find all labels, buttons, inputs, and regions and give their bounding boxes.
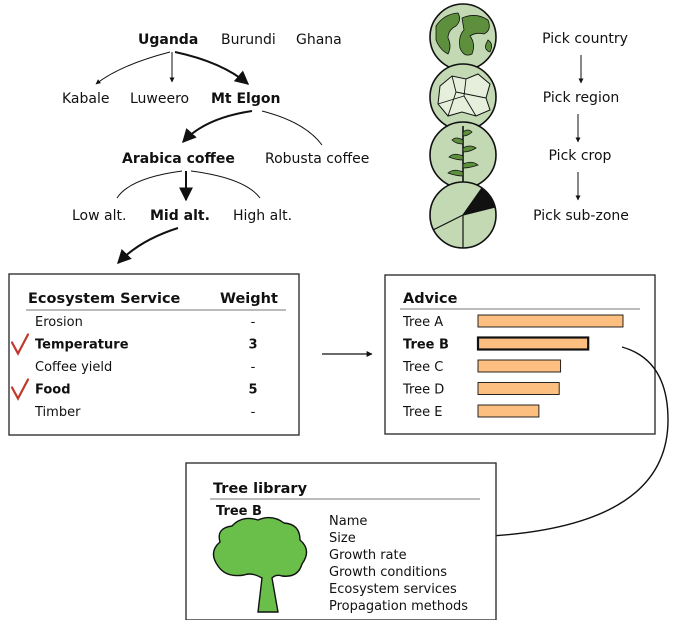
- ecosystem-service-name: Timber: [34, 405, 81, 420]
- advice-row[interactable]: Tree A: [402, 314, 624, 330]
- advice-tree-name[interactable]: Tree C: [402, 360, 443, 375]
- advice-tree-name[interactable]: Tree B: [403, 338, 449, 353]
- advice-score-bar[interactable]: [477, 382, 560, 395]
- advice-row[interactable]: Tree C: [402, 359, 562, 375]
- ecosystem-row[interactable]: Timber -: [34, 405, 256, 420]
- advice-panel: Advice Tree A Tree B Tree C Tree D Tree E: [384, 274, 656, 435]
- workflow-steps: Pick country Pick region Pick crop Pick …: [429, 3, 629, 249]
- advice-score-bar[interactable]: [476, 336, 590, 351]
- region-luweero[interactable]: Luweero: [130, 91, 189, 107]
- globe-icon: [429, 3, 497, 71]
- ecosystem-weight-value: 3: [248, 338, 257, 353]
- ecosystem-weight-value: -: [251, 360, 256, 375]
- arrow-to-ecosystem-panel: [117, 227, 179, 265]
- tree-library-title: Tree library: [213, 481, 308, 497]
- step-pick-crop: Pick crop: [549, 148, 612, 164]
- library-field: Propagation methods: [329, 599, 468, 614]
- step-pick-region: Pick region: [543, 90, 620, 106]
- ecosystem-weight-value: -: [251, 405, 256, 420]
- library-tree-name: Tree B: [216, 504, 262, 519]
- library-field: Ecosystem services: [329, 582, 457, 597]
- advice-row[interactable]: Tree E: [402, 404, 540, 420]
- advice-score-bar[interactable]: [477, 314, 624, 328]
- library-field: Name: [329, 514, 367, 529]
- step-pick-subzone: Pick sub-zone: [533, 208, 629, 224]
- advice-tree-name[interactable]: Tree E: [402, 405, 442, 420]
- arrow-mtelgon-arabica: [182, 110, 253, 144]
- advice-tree-name[interactable]: Tree D: [402, 383, 444, 398]
- arrow-to-tree-library: [471, 346, 669, 542]
- ecosystem-service-name: Food: [35, 383, 71, 398]
- library-field: Growth rate: [329, 548, 407, 563]
- subzone-mid[interactable]: Mid alt.: [150, 208, 210, 224]
- ecosystem-service-name: Coffee yield: [35, 360, 112, 375]
- ecosystem-row[interactable]: Food 5: [10, 378, 258, 401]
- region-kabale[interactable]: Kabale: [62, 91, 109, 107]
- step-pick-country: Pick country: [542, 31, 628, 47]
- selection-hierarchy: Uganda Burundi Ghana Kabale Luweero Mt E…: [62, 32, 369, 265]
- region-mt-elgon[interactable]: Mt Elgon: [211, 91, 280, 107]
- check-icon[interactable]: [10, 378, 30, 401]
- advice-title: Advice: [403, 291, 458, 307]
- ecosystem-row[interactable]: Erosion -: [35, 315, 256, 330]
- crop-arabica-coffee[interactable]: Arabica coffee: [122, 151, 235, 167]
- library-field: Growth conditions: [329, 565, 447, 580]
- country-burundi[interactable]: Burundi: [221, 32, 276, 48]
- arrow-mtelgon-robusta: [261, 110, 323, 146]
- advice-row[interactable]: Tree B: [403, 336, 590, 353]
- ecosystem-weight-value: 5: [248, 383, 257, 398]
- ecosystem-weight-value: -: [251, 315, 256, 330]
- weight-header: Weight: [220, 291, 278, 307]
- subzone-low[interactable]: Low alt.: [72, 208, 126, 224]
- advice-row[interactable]: Tree D: [402, 382, 560, 398]
- advice-rows: Tree A Tree B Tree C Tree D Tree E: [402, 314, 624, 420]
- subzone-high[interactable]: High alt.: [233, 208, 292, 224]
- ecosystem-row[interactable]: Coffee yield -: [35, 360, 256, 375]
- advice-score-bar[interactable]: [477, 359, 562, 373]
- ecosystem-service-name: Erosion: [35, 315, 83, 330]
- ecosystem-row[interactable]: Temperature 3: [10, 333, 258, 356]
- advice-tree-name[interactable]: Tree A: [402, 315, 443, 330]
- arrow-arabica-low: [116, 170, 183, 199]
- crop-plant-icon: [429, 121, 497, 189]
- arrow-arabica-high: [190, 170, 261, 199]
- ecosystem-service-name: Temperature: [35, 338, 129, 353]
- ecosystem-panel-frame: [8, 273, 300, 436]
- country-uganda[interactable]: Uganda: [138, 32, 198, 48]
- pie-subzone-icon: [429, 181, 497, 249]
- ecosystem-panel: Ecosystem Service Weight Erosion - Tempera…: [8, 273, 300, 436]
- crop-robusta-coffee[interactable]: Robusta coffee: [265, 151, 369, 167]
- advice-score-bar[interactable]: [477, 404, 540, 418]
- region-map-icon: [429, 63, 497, 131]
- arrow-uganda-kabale: [95, 51, 171, 85]
- tree-icon: [212, 516, 308, 613]
- country-ghana[interactable]: Ghana: [296, 32, 342, 48]
- library-field: Size: [329, 531, 356, 546]
- arrow-uganda-mtelgon: [174, 51, 250, 85]
- ecosystem-service-header: Ecosystem Service: [28, 291, 181, 307]
- check-icon[interactable]: [10, 333, 30, 356]
